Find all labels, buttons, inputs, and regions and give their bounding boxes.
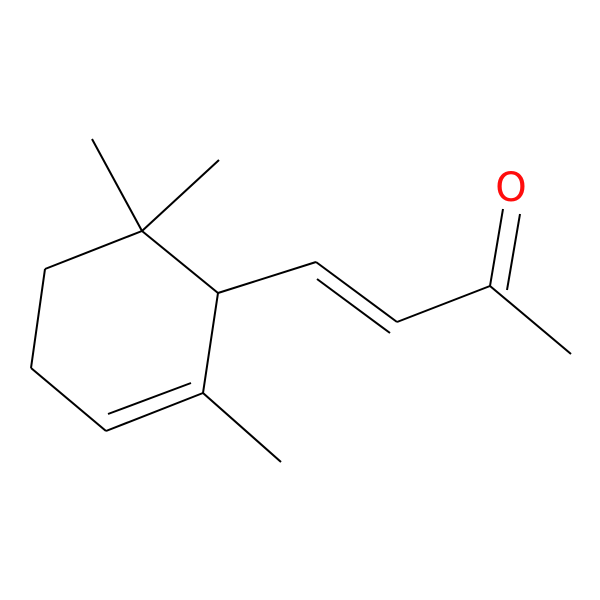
bond-chain-ca-cb-double-inner [316, 278, 391, 334]
bond-ring-c3-c4-double-outer [105, 392, 204, 432]
bond-ring-c2-c3 [202, 292, 219, 394]
bond-carbonyl-double-2 [506, 213, 521, 291]
bond-ring-c1-c2 [141, 230, 219, 294]
bond-chain-cb-cc [396, 285, 491, 323]
bond-chain-ca-cb-double-outer [315, 261, 398, 323]
bond-ring-methyl [202, 392, 282, 463]
bond-ring-c3-c4-double-inner [107, 382, 192, 415]
bond-chain-c2-ca [217, 261, 317, 294]
bond-gem-methyl-1 [91, 138, 143, 232]
bond-ring-c6-c1 [44, 230, 143, 270]
bond-gem-methyl-2 [141, 159, 220, 232]
atom-oxygen-label: O [495, 165, 526, 211]
bond-carbonyl-double-1 [489, 208, 504, 287]
bond-terminal-methyl [489, 285, 572, 355]
bond-ring-c4-c5 [30, 367, 107, 432]
bond-ring-c5-c6 [30, 268, 46, 369]
